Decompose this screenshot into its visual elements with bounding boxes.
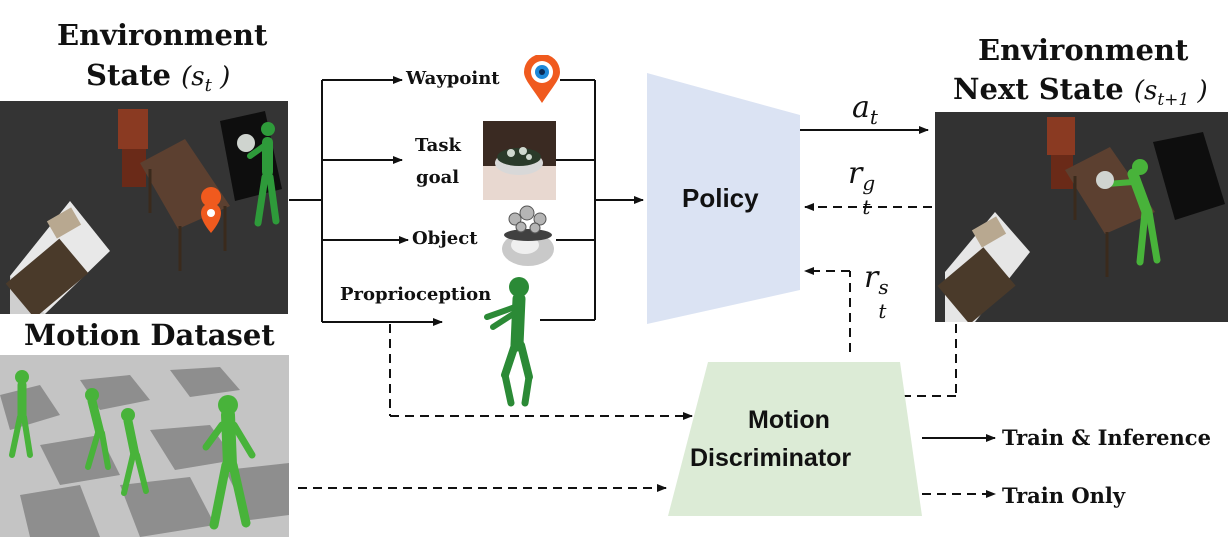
environment-state-illustration [0,101,288,314]
action-symbol: at [852,92,878,133]
object-label: Object [412,228,478,249]
env-state-title-line2: State (st ) [86,58,230,103]
env-next-label: Next State [953,72,1124,106]
waypoint-label: Waypoint [406,68,500,89]
policy-label: Policy [682,183,759,213]
task-reward-sub: t [862,195,871,219]
env-state-title-line1: Environment [57,18,268,52]
task-goal-label-line2: goal [416,167,460,188]
discriminator-block [668,362,922,516]
style-reward-sub: t [878,299,887,323]
motion-dataset-title: Motion Dataset [24,318,275,352]
task-reward-letter: r [848,156,863,191]
proprioception-character-icon [484,277,533,407]
env-state-symbol: (st ) [181,62,231,97]
policy-block [647,73,800,324]
env-state-label: State [86,58,171,92]
env-state-symbol-letter: s [191,62,205,92]
env-next-title-line1: Environment [978,33,1189,67]
discriminator-label-line1: Motion [748,406,830,434]
action-letter: a [852,90,870,125]
environment-next-state-illustration [935,112,1228,322]
style-reward-sup: s [878,275,889,299]
env-next-symbol-sub: t+1 [1157,90,1190,111]
discriminator-label-line2: Discriminator [690,444,852,472]
env-next-title-line2: Next State (st+1 ) [953,72,1208,117]
style-reward-letter: r [864,260,879,295]
action-sub: t [869,105,878,129]
task-goal-thumbnail [483,121,556,200]
environment-next-state-scene [935,112,1228,322]
legend-solid-label: Train & Inference [1002,425,1211,450]
motion-dataset-illustration [0,355,289,537]
legend-dashed-label: Train Only [1002,483,1126,508]
motion-dataset-scene [0,355,289,537]
env-next-symbol: (st+1 ) [1133,76,1208,111]
proprioception-label: Proprioception [340,284,492,305]
env-next-symbol-letter: s [1143,76,1158,106]
env-state-symbol-sub: t [204,75,212,97]
environment-state-scene [0,101,288,314]
task-reward-sup: g [862,171,876,195]
object-plant-icon [502,205,554,266]
task-goal-label-line1: Task [415,135,461,156]
waypoint-pin-icon [524,55,560,103]
